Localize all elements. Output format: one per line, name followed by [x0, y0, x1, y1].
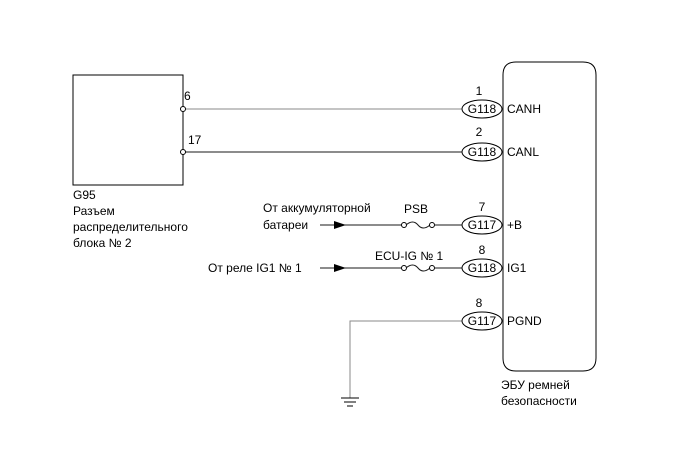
ecu-name-line-2: безопасности	[501, 394, 577, 408]
terminal-b: +B	[507, 218, 522, 232]
fuse-psb	[401, 221, 435, 229]
pin-label-6: 6	[184, 89, 191, 103]
terminal-ig1: IG1	[507, 261, 527, 275]
component-name-line-1: Разъем	[73, 204, 115, 218]
connector-code: G117	[468, 218, 497, 232]
ecu-name-line-1: ЭБУ ремней	[501, 378, 570, 392]
ecu-box	[502, 61, 597, 372]
component-code: G95	[73, 188, 96, 202]
connector-code: G118	[468, 102, 497, 116]
pin-label-17: 17	[188, 133, 202, 147]
fuse-ecu-ig	[401, 264, 435, 272]
pin-number-8: 8	[476, 296, 483, 310]
pin-number-7: 7	[479, 200, 486, 214]
pin-node-17	[180, 149, 186, 155]
ground-icon	[341, 397, 359, 407]
terminal-canh: CANH	[507, 102, 541, 116]
connector-ellipse	[461, 258, 503, 278]
terminal-canl: CANL	[507, 145, 539, 159]
connector-pgnd: 8 G117 PGND	[461, 296, 542, 331]
pin-number-8: 8	[479, 243, 486, 257]
connector-ellipse	[461, 142, 503, 162]
component-name-line-3: блока № 2	[73, 236, 132, 250]
connector-code: G117	[468, 314, 497, 328]
component-name-line-2: распределительного	[73, 220, 188, 234]
arrow-icon	[334, 264, 346, 272]
relay-source-label: От реле IG1 № 1	[208, 261, 302, 275]
fuse-ecu-ig-label: ECU-IG № 1	[375, 249, 444, 263]
connector-code: G118	[468, 145, 497, 159]
connector-canl: 2 G118 CANL	[461, 125, 539, 162]
fuse-psb-label: PSB	[404, 202, 428, 216]
wire-ground	[349, 320, 462, 398]
arrow-icon	[334, 221, 346, 229]
connector-code: G118	[468, 261, 497, 275]
battery-source-line-2: батареи	[263, 218, 308, 232]
battery-source-line-1: От аккумуляторной	[263, 201, 371, 215]
connector-ellipse	[461, 99, 503, 119]
connector-ellipse	[461, 215, 503, 235]
terminal-pgnd: PGND	[507, 314, 542, 328]
junction-block-box	[72, 74, 184, 186]
connector-canh: 1 G118 CANH	[461, 84, 541, 119]
connector-ig1: 8 G118 IG1	[461, 243, 527, 278]
pin-number-2: 2	[476, 125, 483, 139]
connector-b: 7 G117 +B	[461, 200, 522, 235]
pin-number-1: 1	[476, 84, 483, 98]
connector-ellipse	[461, 311, 503, 331]
pin-node-6	[180, 106, 186, 112]
